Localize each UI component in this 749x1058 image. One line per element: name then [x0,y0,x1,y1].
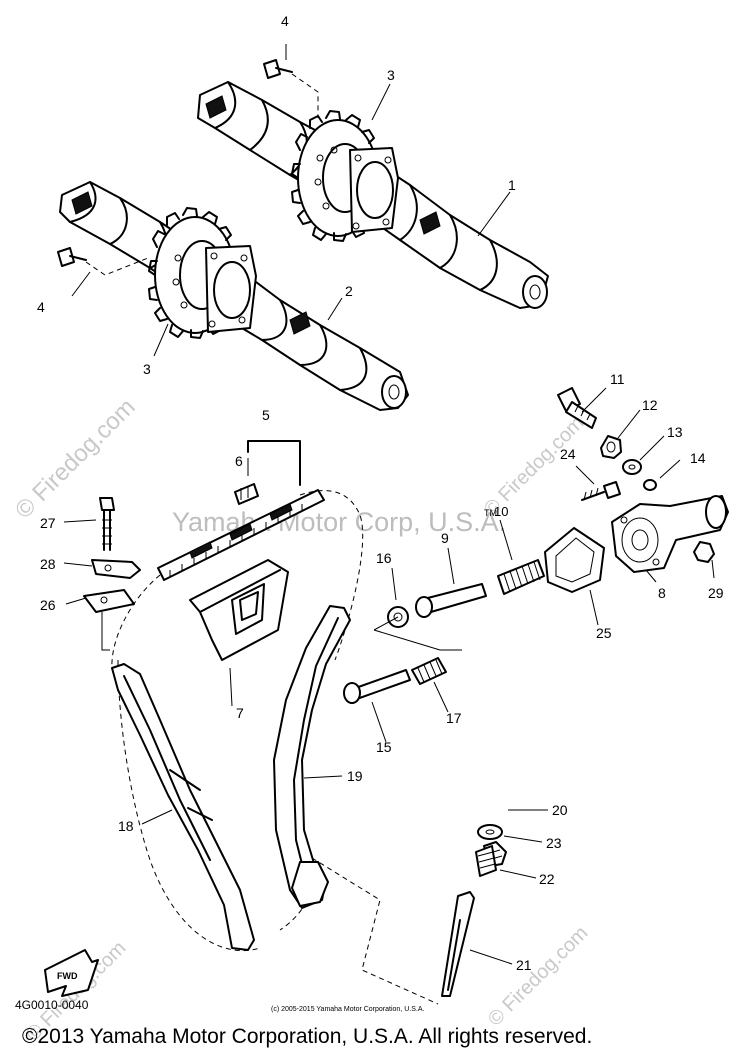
watermark-center: Yamaha Motor Corp, U.S.A. [172,507,507,537]
tm-mark: TM [484,508,497,518]
callout-10: 10 [494,504,508,519]
callout-16: 16 [376,550,392,566]
callout-28: 28 [40,556,56,572]
callout-9: 9 [441,530,449,546]
nut-12 [600,435,622,459]
small-copyright: (c) 2005-2015 Yamaha Motor Corporation, … [271,1006,425,1013]
o-ring-14 [643,479,657,491]
chain-guide-18 [111,663,255,951]
callout-3-upper: 3 [387,67,395,83]
dashed-assembly-line-bottom [311,857,439,1005]
rod-21 [441,891,475,997]
callout-7: 7 [236,705,244,721]
bolt-upper [263,59,319,118]
callout-13: 13 [667,424,683,440]
leader-lines [63,44,715,965]
callout-14: 14 [690,450,706,466]
callout-6: 6 [235,453,243,469]
leader-bracket-16-17 [373,616,462,651]
callout-20: 20 [552,802,568,818]
mount-bracket-line [101,612,110,651]
callout-4-upper: 4 [281,13,289,29]
washer-13 [622,459,642,475]
chain-guide-19 [273,605,351,909]
callout-17: 17 [446,710,462,726]
callout-26: 26 [40,597,56,613]
callout-22: 22 [539,871,555,887]
spring-22 [475,845,497,877]
copyright-footer: ©2013 Yamaha Motor Corporation, U.S.A. A… [22,1025,593,1048]
spring-10 [497,559,545,595]
rod-15 [343,669,411,704]
bolt-27 [99,497,115,551]
spring-17 [411,657,447,685]
chain-guide-top [189,559,289,661]
tensioner-bolt-11 [557,387,597,429]
callout-25: 25 [596,625,612,641]
tensioner-housing-8 [611,495,729,573]
bolt-24 [581,481,621,501]
cam-chain [111,440,364,952]
callout-2: 2 [345,283,353,299]
gasket-25 [544,527,605,593]
fwd-arrow-icon: FWD [44,949,99,997]
callout-5: 5 [262,407,270,423]
callout-1: 1 [508,177,516,193]
push-rod-9 [415,583,487,618]
fwd-label: FWD [57,971,78,981]
washer-23 [477,824,503,840]
callout-numbers: 1 2 3 3 4 4 5 6 7 8 9 10 TM 11 12 13 14 … [37,13,724,973]
sprocket-lower [148,207,257,339]
nut-29 [693,541,715,563]
callout-4-lower: 4 [37,299,45,315]
callout-29: 29 [708,585,724,601]
callout-15: 15 [376,739,392,755]
lock-washer-28 [91,559,141,579]
callout-18: 18 [118,818,134,834]
callout-24: 24 [560,446,576,462]
plate-26 [83,589,135,613]
callout-11: 11 [610,371,625,387]
callout-12: 12 [642,397,658,413]
bolt-lower [57,247,149,276]
callout-23: 23 [546,835,562,851]
callout-8: 8 [658,585,666,601]
diagram-code: 4G0010-0040 [15,998,89,1012]
callout-21: 21 [516,957,532,973]
callout-3-lower: 3 [143,361,151,377]
sprocket-upper [291,110,399,242]
callout-27: 27 [40,515,56,531]
callout-19: 19 [347,768,363,784]
